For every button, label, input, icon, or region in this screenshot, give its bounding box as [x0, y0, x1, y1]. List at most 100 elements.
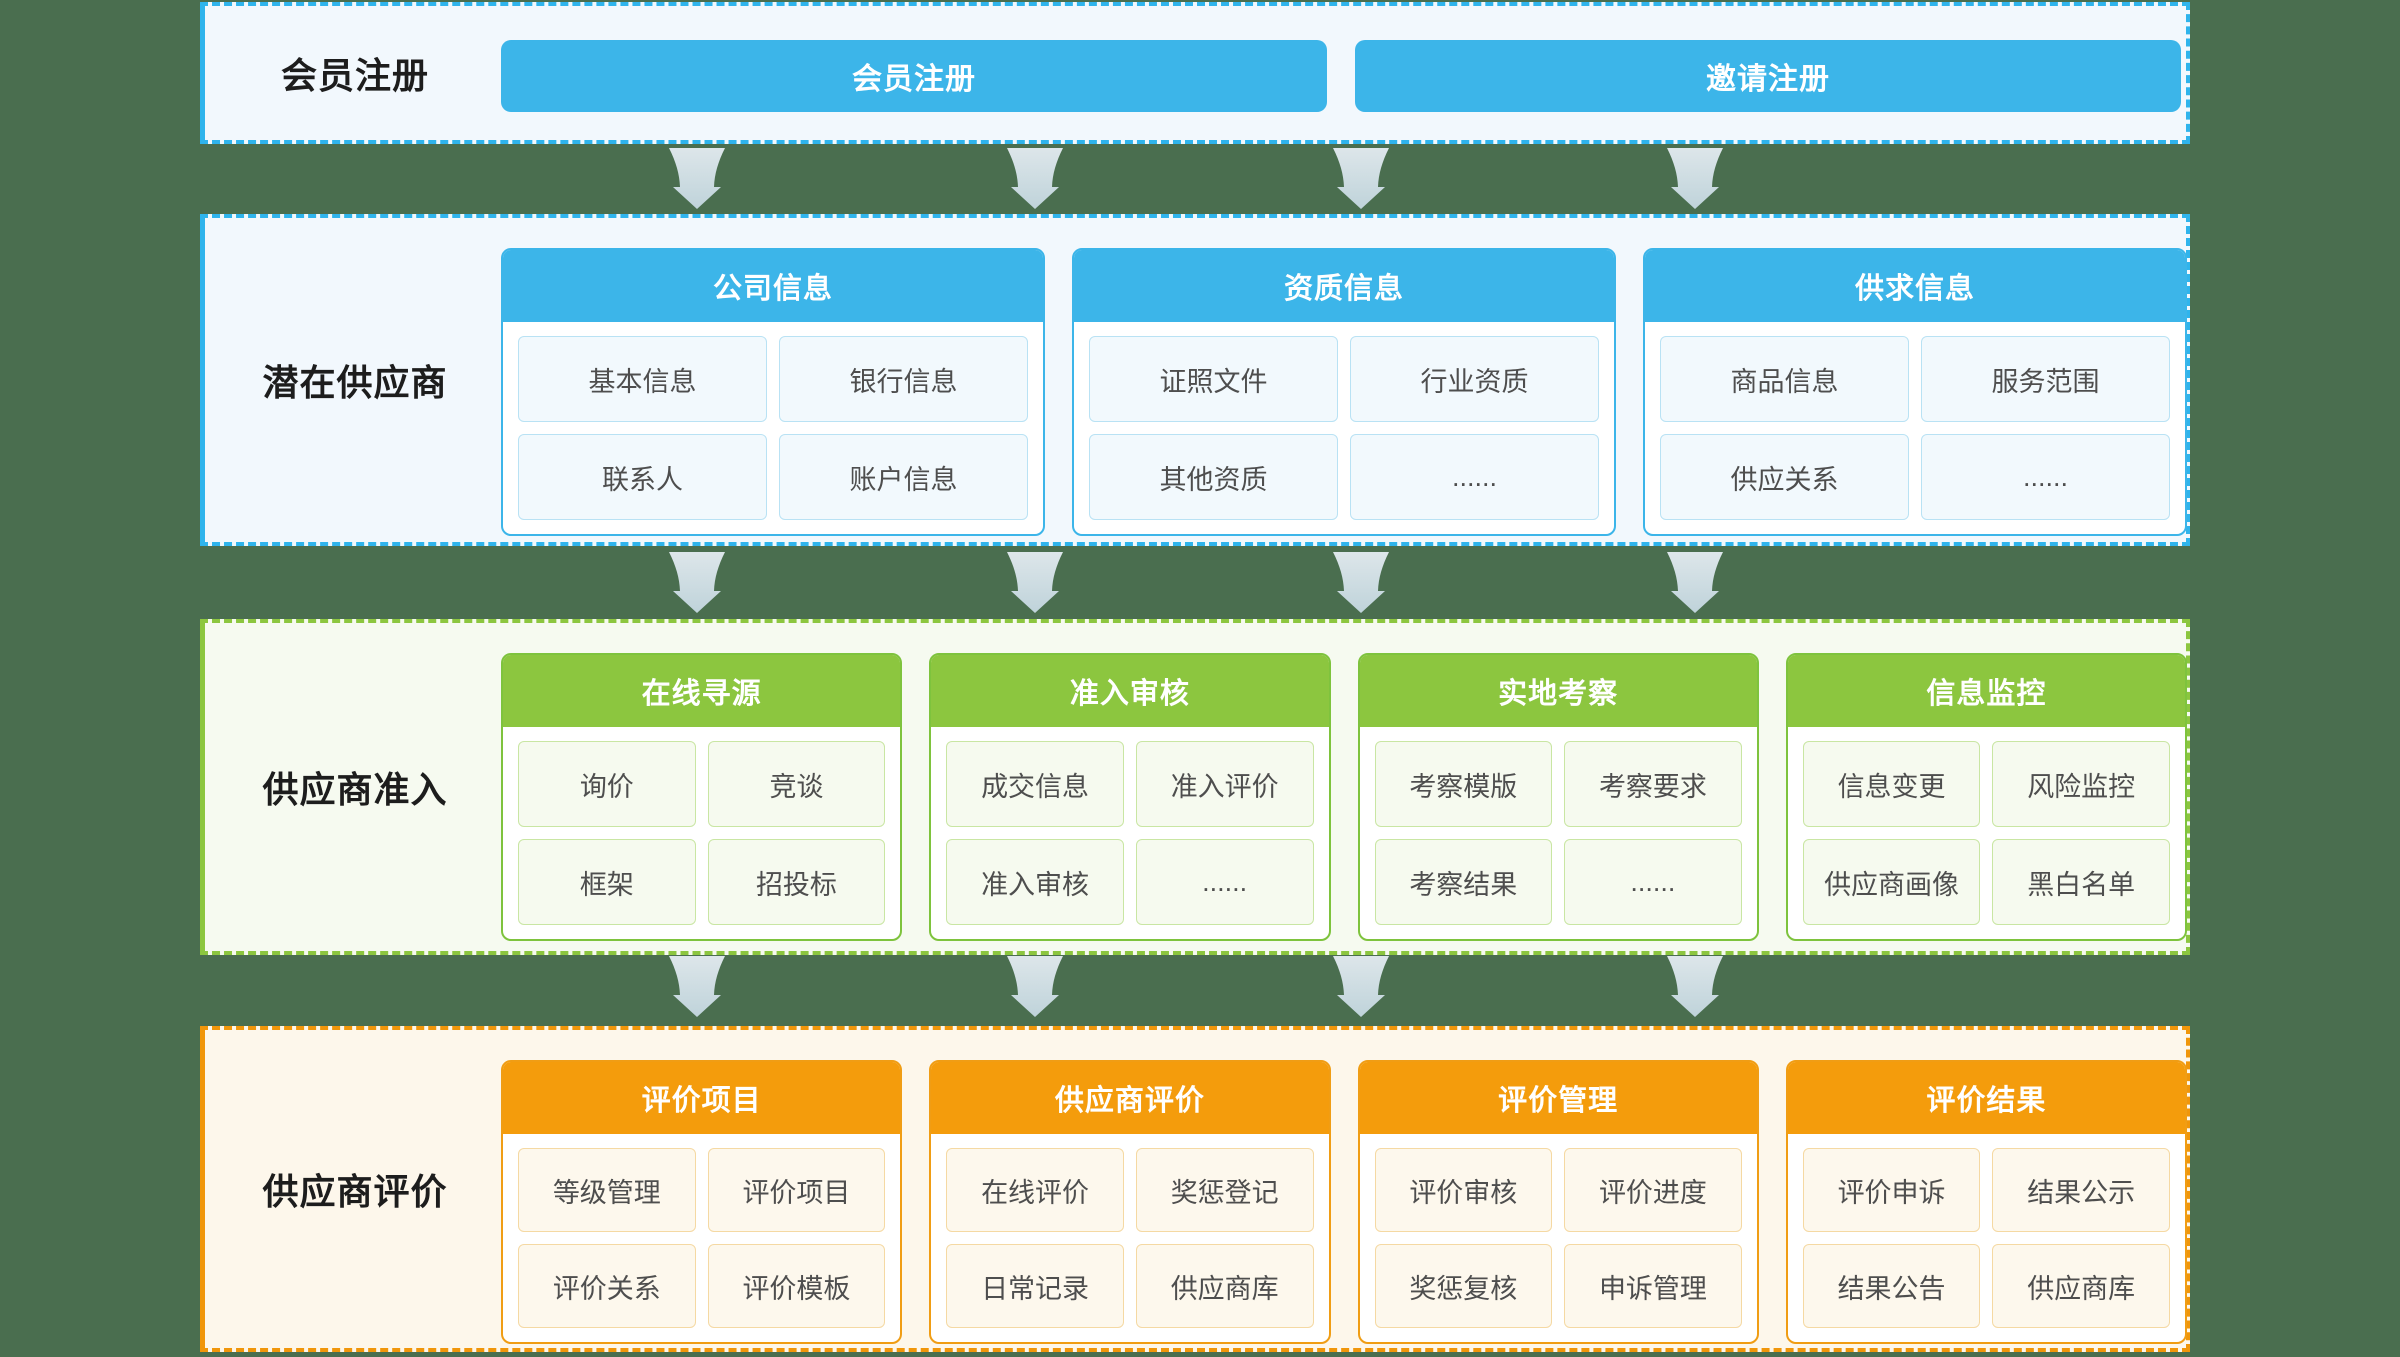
card-body: 证照文件 行业资质 其他资质 ......	[1074, 322, 1614, 534]
register-button-row: 会员注册 邀请注册	[501, 40, 2181, 112]
card-body: 在线评价 奖惩登记 日常记录 供应商库	[931, 1134, 1328, 1342]
card-info-monitoring: 信息监控 信息变更 风险监控 供应商画像 黑白名单	[1785, 653, 2187, 941]
card-supply-demand-info: 供求信息 商品信息 服务范围 供应关系 ......	[1643, 248, 2187, 536]
card-cell: 评价项目	[707, 1148, 886, 1232]
flow-arrow-icon	[1007, 552, 1063, 613]
card-cell: 供应关系	[1660, 434, 1909, 520]
card-body: 商品信息 服务范围 供应关系 ......	[1645, 322, 2185, 534]
card-body: 询价 竞谈 框架 招投标	[503, 727, 900, 939]
card-cell: ......	[1564, 839, 1742, 925]
card-cell: 银行信息	[779, 336, 1028, 422]
card-cell: 日常记录	[946, 1244, 1124, 1328]
card-cell: 成交信息	[946, 741, 1124, 827]
card-evaluation-management: 评价管理 评价审核 评价进度 奖惩复核 申诉管理	[1357, 1060, 1759, 1344]
card-admission-review: 准入审核 成交信息 准入评价 准入审核 ......	[929, 653, 1331, 941]
section-supplier-evaluation: 供应商评价 评价项目 等级管理 评价项目 评价关系 评价模板 供应商评价 在线评…	[200, 1026, 2190, 1352]
flow-arrow-icon	[1333, 148, 1389, 209]
card-cell: 考察模版	[1374, 741, 1553, 827]
card-body: 信息变更 风险监控 供应商画像 黑白名单	[1788, 727, 2185, 939]
card-cell: 商品信息	[1660, 336, 1909, 422]
section-potential-supplier: 潜在供应商 公司信息 基本信息 银行信息 联系人 账户信息 资质信息 证照文件 …	[200, 214, 2190, 546]
card-evaluation-items: 评价项目 等级管理 评价项目 评价关系 评价模板	[501, 1060, 903, 1344]
card-cell: 黑白名单	[1992, 839, 2170, 925]
section-label-supplier-evaluation: 供应商评价	[262, 1171, 448, 1212]
card-online-sourcing: 在线寻源 询价 竞谈 框架 招投标	[501, 653, 903, 941]
section-label-supplier-admission: 供应商准入	[262, 769, 448, 810]
card-cell: 评价关系	[518, 1244, 696, 1328]
card-body: 考察模版 考察要求 考察结果 ......	[1360, 727, 1757, 939]
card-row: 评价项目 等级管理 评价项目 评价关系 评价模板 供应商评价 在线评价 奖惩登记…	[501, 1060, 2187, 1344]
card-cell: 评价模板	[707, 1244, 886, 1328]
card-cell: 结果公告	[1802, 1244, 1981, 1328]
card-cell: 奖惩复核	[1374, 1244, 1553, 1328]
card-cell: 服务范围	[1921, 336, 2170, 422]
card-cell: 结果公示	[1992, 1148, 2170, 1232]
card-site-inspection: 实地考察 考察模版 考察要求 考察结果 ......	[1357, 653, 1759, 941]
card-body: 评价申诉 结果公示 结果公告 供应商库	[1788, 1134, 2185, 1342]
card-qualification-info: 资质信息 证照文件 行业资质 其他资质 ......	[1072, 248, 1616, 536]
card-title: 评价项目	[503, 1062, 901, 1134]
flow-arrow-icon	[669, 552, 725, 613]
card-cell: 证照文件	[1089, 336, 1338, 422]
card-cell: ......	[1921, 434, 2170, 520]
card-cell: 基本信息	[518, 336, 767, 422]
flow-arrow-icon	[1333, 552, 1389, 613]
card-cell: 评价进度	[1564, 1148, 1742, 1232]
card-cell: 供应商库	[1992, 1244, 2170, 1328]
card-title: 资质信息	[1074, 250, 1614, 322]
card-cell: 等级管理	[518, 1148, 696, 1232]
card-body: 基本信息 银行信息 联系人 账户信息	[503, 322, 1043, 534]
card-title: 在线寻源	[503, 655, 901, 727]
card-company-info: 公司信息 基本信息 银行信息 联系人 账户信息	[501, 248, 1045, 536]
card-body: 评价审核 评价进度 奖惩复核 申诉管理	[1360, 1134, 1757, 1342]
section-label-potential-supplier: 潜在供应商	[262, 362, 448, 403]
card-cell: 账户信息	[779, 434, 1028, 520]
card-title: 评价结果	[1787, 1062, 2185, 1134]
card-cell: 在线评价	[946, 1148, 1124, 1232]
flow-arrow-icon	[669, 148, 725, 209]
card-cell: 信息变更	[1802, 741, 1981, 827]
card-cell: 准入审核	[946, 839, 1124, 925]
card-cell: 考察要求	[1564, 741, 1742, 827]
card-cell: 其他资质	[1089, 434, 1338, 520]
card-row: 在线寻源 询价 竞谈 框架 招投标 准入审核 成交信息 准入评价 准入审核 ..…	[501, 653, 2187, 941]
card-cell: 招投标	[707, 839, 886, 925]
card-cell: 风险监控	[1992, 741, 2170, 827]
card-cell: 评价申诉	[1802, 1148, 1981, 1232]
card-cell: 框架	[518, 839, 696, 925]
flow-arrow-icon	[1667, 148, 1723, 209]
invite-register-button: 邀请注册	[1355, 40, 2181, 112]
card-title: 供求信息	[1645, 250, 2185, 322]
card-cell: ......	[1135, 839, 1314, 925]
card-cell: 评价审核	[1374, 1148, 1553, 1232]
card-cell: 行业资质	[1350, 336, 1599, 422]
section-supplier-admission: 供应商准入 在线寻源 询价 竞谈 框架 招投标 准入审核 成交信息 准入评价 准…	[200, 619, 2190, 955]
card-cell: 考察结果	[1374, 839, 1553, 925]
card-title: 信息监控	[1787, 655, 2185, 727]
flow-arrow-icon	[669, 956, 725, 1017]
flow-arrow-icon	[1007, 148, 1063, 209]
card-cell: 申诉管理	[1564, 1244, 1742, 1328]
card-title: 公司信息	[503, 250, 1043, 322]
card-cell: 联系人	[518, 434, 767, 520]
card-cell: 准入评价	[1135, 741, 1314, 827]
card-title: 评价管理	[1359, 1062, 1757, 1134]
card-title: 准入审核	[931, 655, 1329, 727]
card-title: 实地考察	[1359, 655, 1757, 727]
flow-arrow-icon	[1667, 956, 1723, 1017]
flow-arrow-icon	[1007, 956, 1063, 1017]
card-cell: 供应商库	[1135, 1244, 1314, 1328]
card-cell: 奖惩登记	[1135, 1148, 1314, 1232]
flow-arrow-icon	[1667, 552, 1723, 613]
card-evaluation-results: 评价结果 评价申诉 结果公示 结果公告 供应商库	[1785, 1060, 2187, 1344]
card-title: 供应商评价	[931, 1062, 1329, 1134]
section-label-member-registration: 会员注册	[280, 55, 429, 96]
member-register-button: 会员注册	[501, 40, 1327, 112]
flow-arrow-icon	[1333, 956, 1389, 1017]
card-supplier-evaluation: 供应商评价 在线评价 奖惩登记 日常记录 供应商库	[929, 1060, 1331, 1344]
card-cell: 询价	[518, 741, 696, 827]
section-member-registration: 会员注册 会员注册 邀请注册	[200, 2, 2190, 144]
card-body: 等级管理 评价项目 评价关系 评价模板	[503, 1134, 900, 1342]
card-body: 成交信息 准入评价 准入审核 ......	[931, 727, 1328, 939]
card-cell: 竞谈	[707, 741, 886, 827]
